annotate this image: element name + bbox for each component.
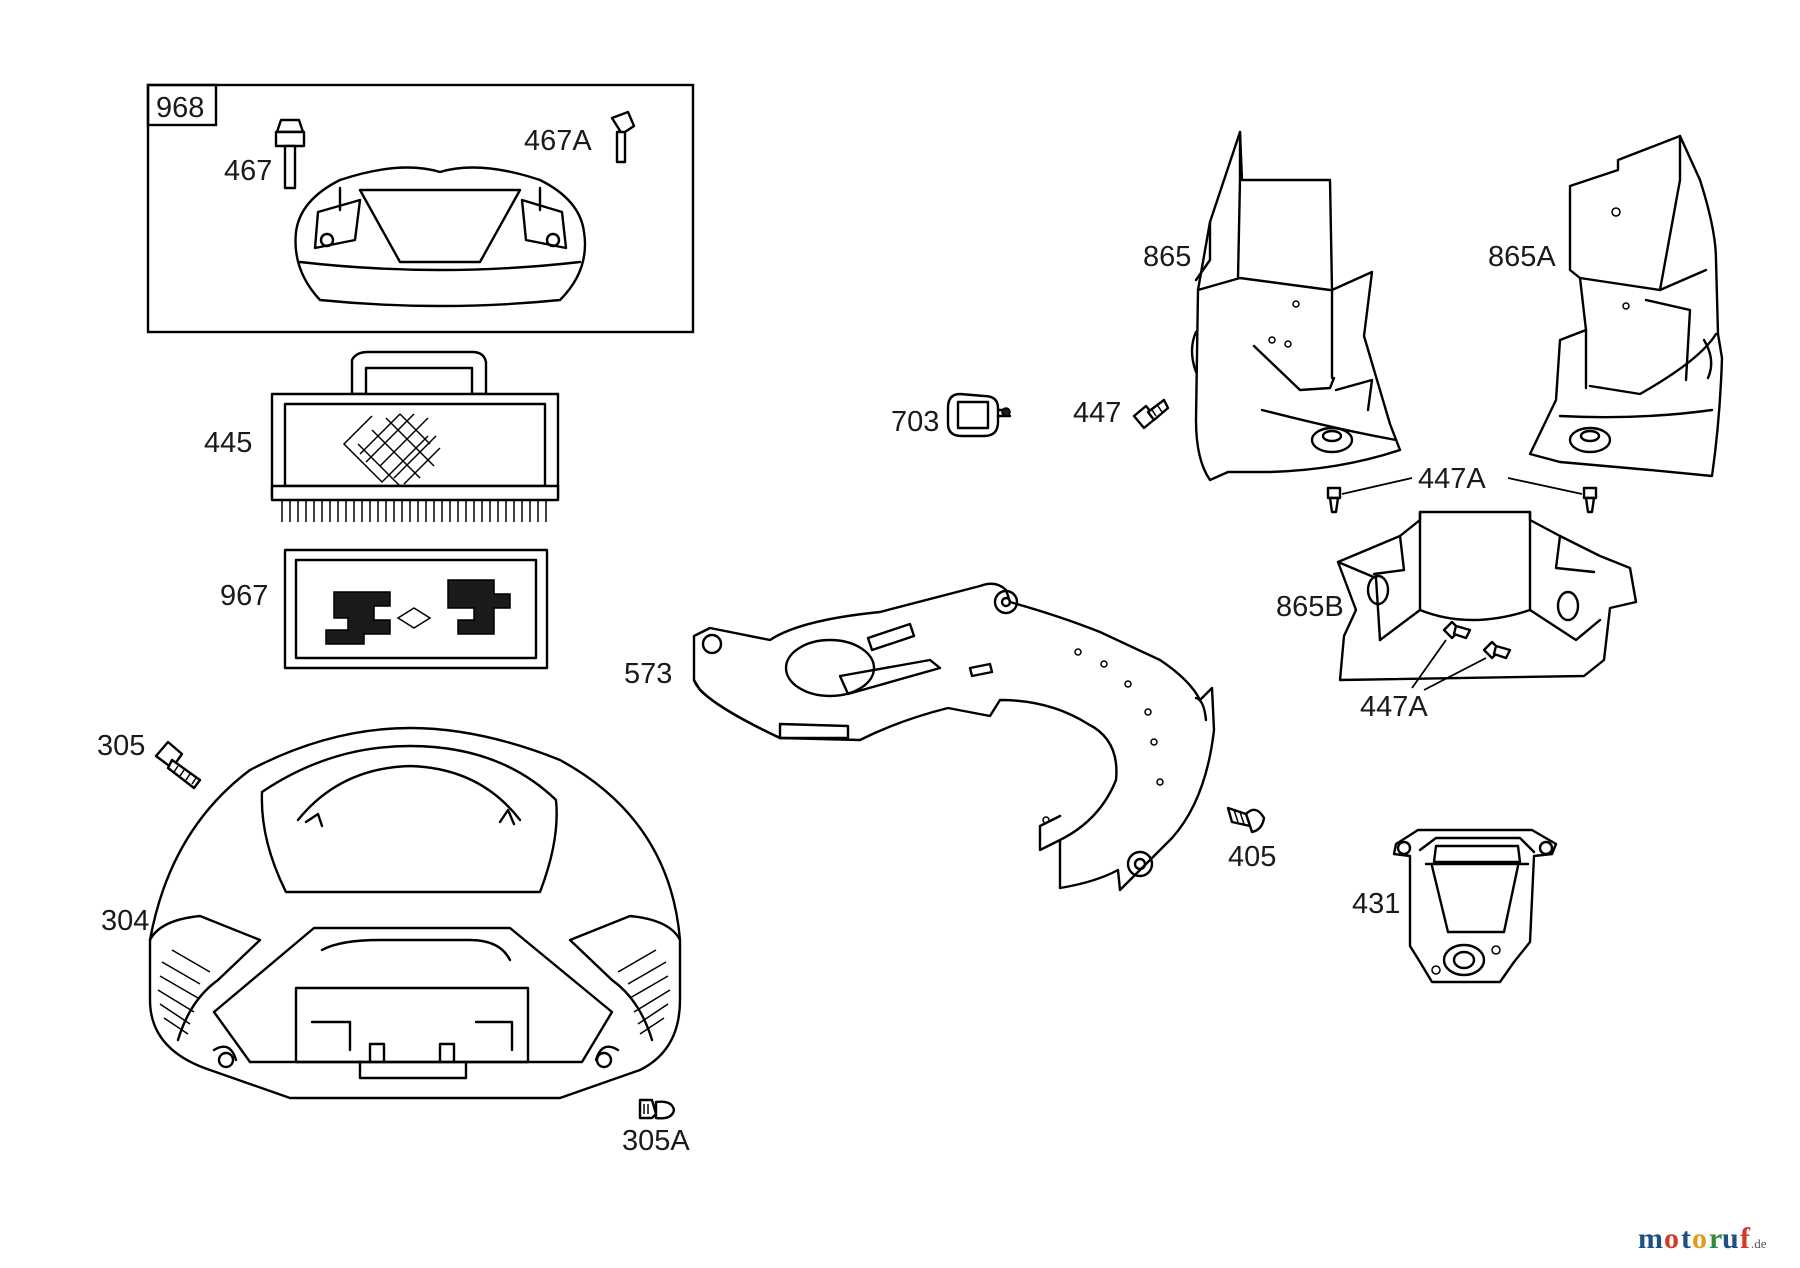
watermark-letter-f: f [1740,1222,1751,1255]
label-968: 968 [156,92,204,124]
watermark-letter-u: u [1722,1222,1739,1255]
part-air-cleaner-cover [294,166,587,308]
label-445: 445 [204,427,252,459]
part-967-prefilter [283,548,549,670]
label-304: 304 [101,905,149,937]
kit-968-group: 968 467 467A [146,83,695,334]
label-865b: 865B [1276,591,1344,623]
label-467a: 467A [524,125,592,157]
label-573: 573 [624,658,672,690]
part-445-filter [270,350,560,522]
label-405: 405 [1228,841,1276,873]
part-447a-bottom-screws [1411,620,1512,691]
label-305: 305 [97,730,145,762]
watermark-letter-r: r [1709,1222,1722,1255]
part-865a-shroud [1528,134,1724,478]
label-865a: 865A [1488,241,1556,273]
part-431-elbow [1392,828,1558,984]
label-703: 703 [891,406,939,438]
part-405-screw [1226,806,1266,834]
part-305-screw [154,740,202,790]
watermark-letter-m: m [1638,1222,1663,1255]
watermark-logo: m o t o r u f .de [1638,1222,1767,1255]
part-573-baffle [692,582,1216,892]
watermark-letter-o2: o [1692,1222,1707,1255]
part-447a-top-screws [1326,477,1598,514]
watermark-letter-t: t [1681,1222,1691,1255]
watermark-letter-o1: o [1664,1222,1679,1255]
watermark-suffix: .de [1751,1236,1767,1251]
part-447-screw [1132,398,1170,430]
part-703-clip [946,392,1012,438]
label-431: 431 [1352,888,1400,920]
part-865-shroud [1190,130,1402,482]
label-447a-top: 447A [1418,463,1486,495]
part-865b-shroud [1336,510,1638,682]
label-447a-bottom: 447A [1360,691,1428,723]
label-865: 865 [1143,241,1191,273]
housing-fins-left [157,949,211,1035]
filter-pleats [281,500,547,522]
part-304-blower-housing [148,726,682,1100]
kit-968-label-box [146,83,218,127]
label-447: 447 [1073,397,1121,429]
kit-968-box [146,83,695,334]
part-467-stud [274,118,306,190]
part-305a-screw [638,1098,676,1120]
part-467a-knob [610,110,636,164]
housing-fins-right [617,949,671,1035]
label-467: 467 [224,155,272,187]
label-305a: 305A [622,1125,690,1157]
label-967: 967 [220,580,268,612]
